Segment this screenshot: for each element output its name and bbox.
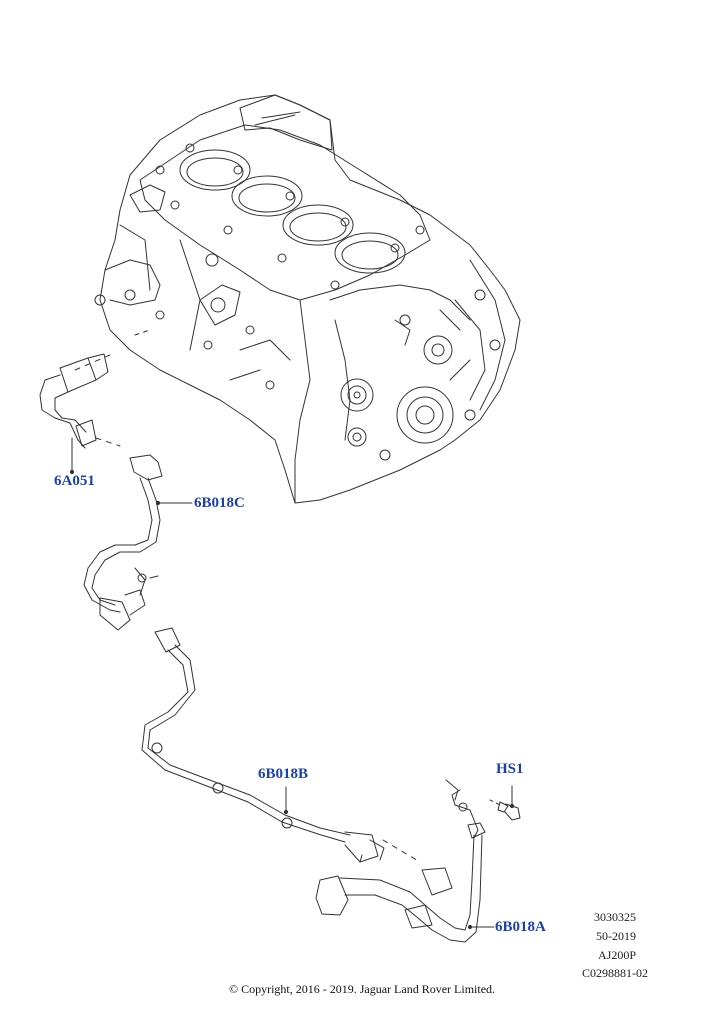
callout-6B018C: 6B018C [194,495,245,511]
callout-6A051: 6A051 [54,473,95,489]
callout-HS1: HS1 [496,761,524,777]
copyright-notice: © Copyright, 2016 - 2019. Jaguar Land Ro… [228,982,496,996]
reference-code-4: C0298881-02 [582,966,648,980]
harness-6B018A [315,779,495,943]
callout-6B018B: 6B018B [258,766,309,782]
harness-6B018B [141,627,421,863]
reference-code-2: 50-2019 [596,929,636,943]
reference-code-3: AJ200P [597,948,636,962]
reference-code-1: 3030325 [594,910,636,924]
bolt-HS1 [489,785,521,821]
callout-6B018A: 6B018A [495,919,546,935]
sensor-6A051 [39,353,121,475]
harness-6B018C [83,454,193,631]
engine-block [94,94,521,504]
